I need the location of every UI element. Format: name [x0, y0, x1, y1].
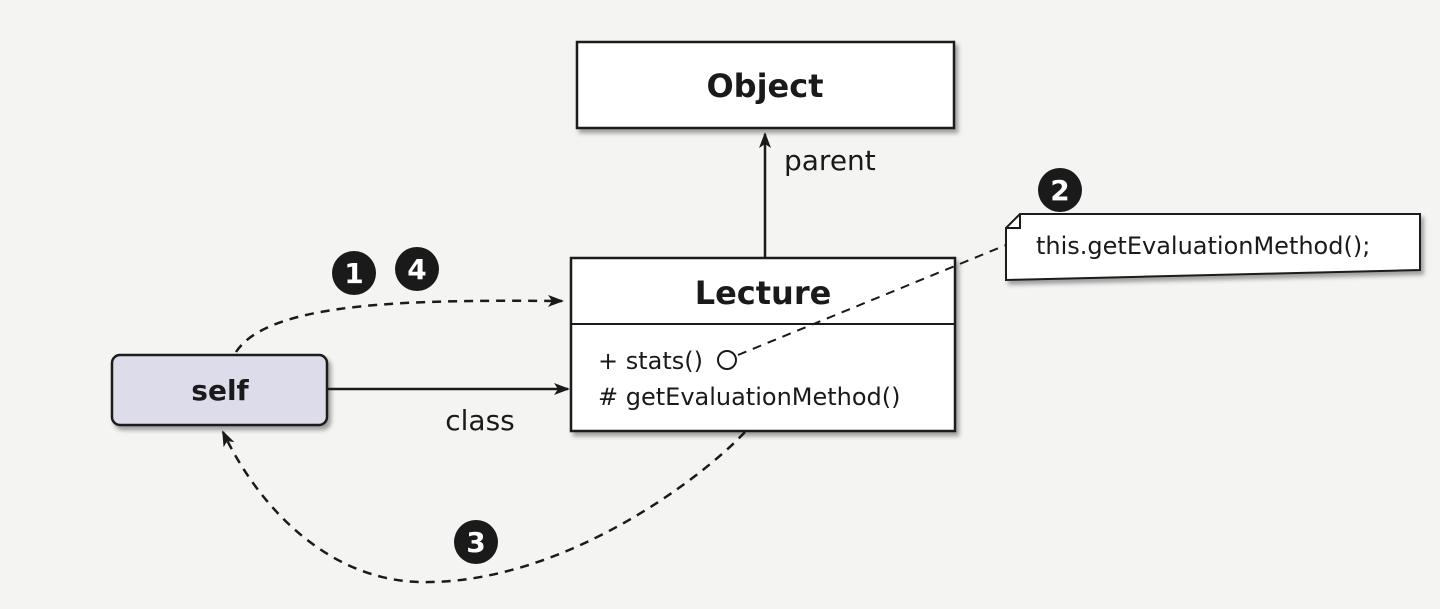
step-badge-3: 3: [454, 520, 498, 564]
note-connector: [737, 244, 1007, 356]
class-label: class: [445, 404, 515, 437]
stats-marker-icon: [717, 350, 737, 370]
step-badge-4: 4: [395, 247, 439, 291]
self-object-box: self: [110, 353, 329, 427]
step-badge-1: 1: [332, 251, 376, 295]
svg-text:2: 2: [1050, 174, 1069, 207]
code-note: this.getEvaluationMethod();: [1005, 213, 1421, 282]
lecture-class-title: Lecture: [695, 274, 832, 312]
note-text: this.getEvaluationMethod();: [1036, 232, 1370, 260]
object-class-box: Object: [575, 40, 956, 130]
method-get-evaluation: # getEvaluationMethod(): [598, 383, 901, 411]
step-badge-2: 2: [1038, 168, 1082, 212]
method-stats: + stats(): [598, 347, 703, 375]
lecture-class-box: Lecture + stats() # getEvaluationMethod(…: [569, 256, 957, 433]
svg-text:3: 3: [466, 526, 485, 559]
dashed-arrow-lecture-to-self: [221, 430, 746, 584]
dashed-arrow-self-to-lecture: [234, 294, 564, 353]
parent-label: parent: [784, 144, 876, 177]
svg-text:1: 1: [344, 257, 363, 290]
svg-text:4: 4: [407, 253, 426, 286]
self-label: self: [191, 374, 249, 407]
object-class-title: Object: [706, 67, 823, 105]
